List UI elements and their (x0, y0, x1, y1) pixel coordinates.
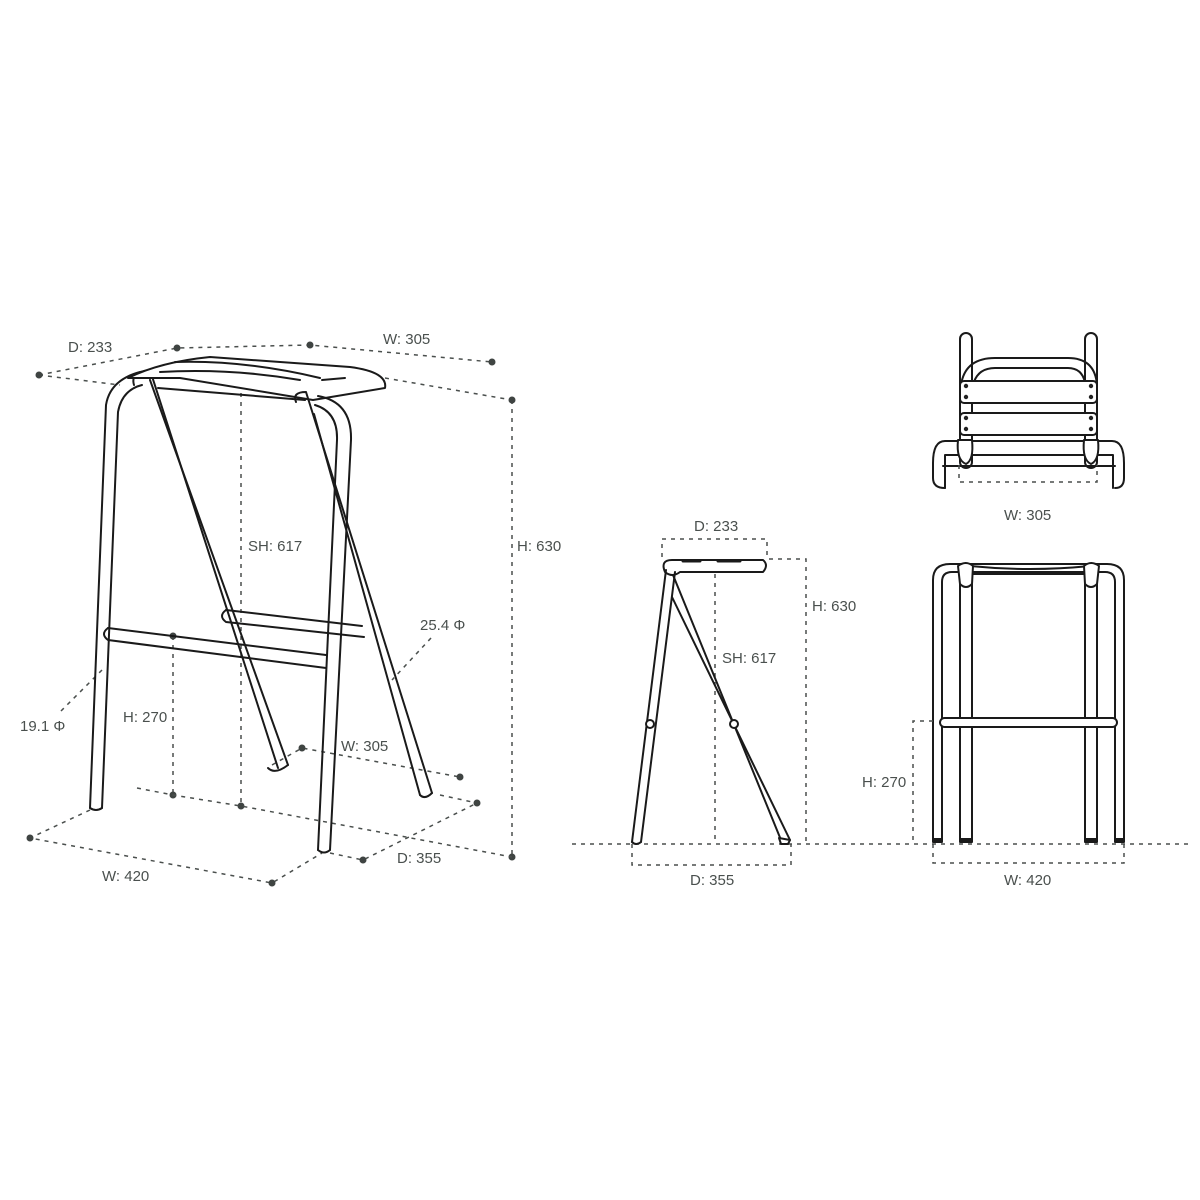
top-view: W: 305 (932, 332, 1125, 524)
perspective-view: D: 233 W: 305 H: 630 SH: 617 25.4 Φ 19.1… (20, 331, 561, 887)
label-overall-height: H: 630 (517, 538, 561, 555)
label-top-tube-diameter: 25.4 Φ (420, 617, 465, 634)
label-leg-tube-diameter: 19.1 Φ (20, 718, 65, 735)
label-side-base-depth: D: 355 (690, 872, 734, 889)
label-rear-base-width: W: 305 (341, 738, 388, 755)
label-seat-width: W: 305 (383, 331, 430, 348)
label-seat-depth: D: 233 (68, 339, 112, 356)
label-front-footrest-height: H: 270 (862, 774, 906, 791)
side-view: D: 233 H: 630 SH: 617 D: 355 (631, 518, 856, 889)
label-side-seat-depth: D: 233 (694, 518, 738, 535)
label-side-seat-height: SH: 617 (722, 650, 776, 667)
label-top-seat-width: W: 305 (1004, 507, 1051, 524)
seat-dimension-lines (35, 341, 516, 861)
label-base-depth: D: 355 (397, 850, 441, 867)
front-view: H: 270 W: 420 (862, 562, 1125, 889)
label-seat-height: SH: 617 (248, 538, 302, 555)
label-side-overall-height: H: 630 (812, 598, 856, 615)
label-base-width: W: 420 (102, 868, 149, 885)
label-front-base-width: W: 420 (1004, 872, 1051, 889)
label-footrest-height: H: 270 (123, 709, 167, 726)
